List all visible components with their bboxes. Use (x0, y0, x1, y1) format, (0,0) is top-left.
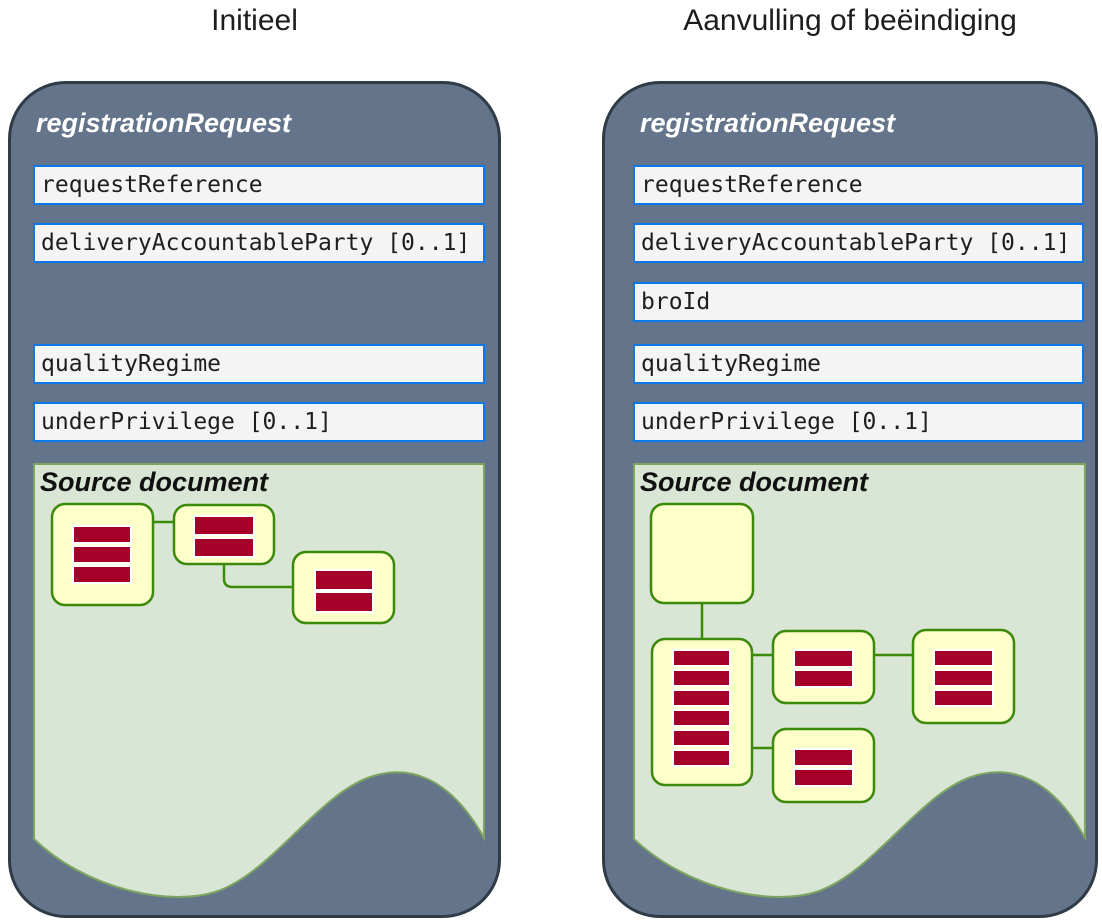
field-quality-regime: qualityRegime (33, 344, 485, 384)
field-delivery-accountable-party: deliveryAccountableParty [0..1] (633, 223, 1084, 263)
doc-node-bar (672, 689, 731, 707)
field-request-reference: requestReference (633, 165, 1084, 205)
panel-header: registrationRequest (640, 108, 896, 138)
doc-node-bar (672, 749, 731, 767)
panel-registration-request-supplement: registrationRequest requestReference del… (602, 81, 1098, 918)
field-bro-id: broId (633, 282, 1084, 322)
doc-node-bar (933, 669, 994, 687)
doc-node-bar (793, 669, 854, 688)
doc-node-bar (672, 649, 731, 667)
doc-node-bar (933, 649, 994, 667)
field-delivery-accountable-party: deliveryAccountableParty [0..1] (33, 223, 485, 263)
source-document-area: Source document (33, 463, 485, 908)
doc-node-bar (933, 689, 994, 707)
source-document-label: Source document (640, 467, 869, 497)
source-document-diagram (33, 463, 485, 898)
doc-node-empty (649, 502, 755, 605)
doc-node-bar (793, 748, 854, 767)
doc-node-bar (672, 669, 731, 687)
panel-header: registrationRequest (36, 108, 292, 138)
field-quality-regime: qualityRegime (633, 344, 1084, 384)
doc-node-bar (72, 545, 132, 564)
panel-registration-request-initial: registrationRequest requestReference del… (8, 81, 501, 918)
connector (222, 564, 293, 589)
column-title-initial: Initieel (211, 4, 298, 37)
doc-node-bar (793, 649, 854, 668)
doc-node-bar (314, 591, 374, 613)
source-document-diagram (633, 463, 1086, 898)
source-document-area: Source document (633, 463, 1086, 908)
doc-node-bar (672, 709, 731, 727)
doc-node-bar (72, 525, 132, 544)
field-request-reference: requestReference (33, 165, 485, 205)
doc-node-bar (193, 537, 255, 558)
doc-node-bar (672, 729, 731, 747)
doc-node-bar (314, 569, 374, 591)
doc-node-bar (193, 515, 255, 536)
field-under-privilege: underPrivilege [0..1] (33, 402, 485, 442)
field-under-privilege: underPrivilege [0..1] (633, 402, 1084, 442)
doc-node-bar (72, 565, 132, 584)
doc-node-bar (793, 768, 854, 787)
source-document-label: Source document (40, 467, 269, 497)
column-title-supplement: Aanvulling of beëindiging (683, 4, 1017, 37)
